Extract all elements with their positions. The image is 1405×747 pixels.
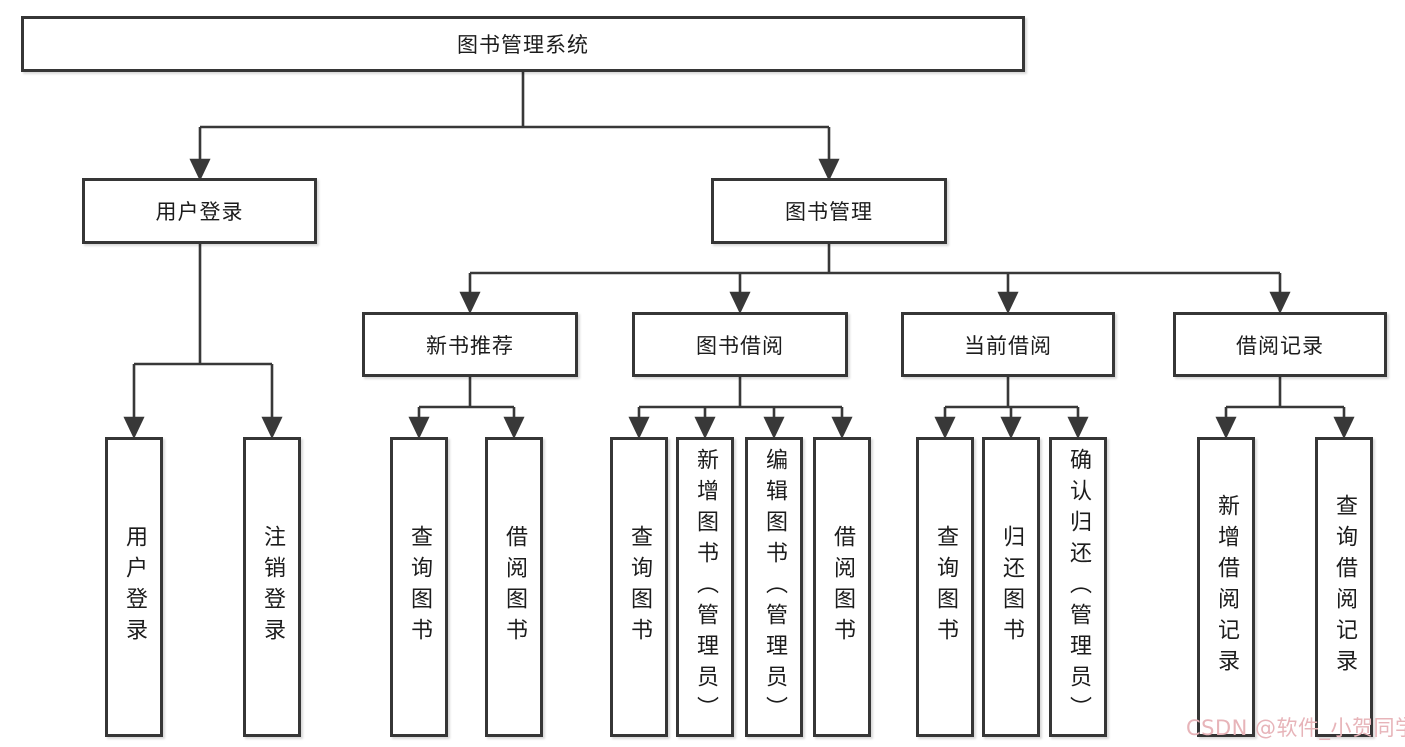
leaf-current-return-books: 归还图书	[982, 437, 1040, 737]
connector-user-login-branch	[123, 244, 283, 440]
leaf-borrowing-add-books: 新增图书（管理员）	[676, 437, 734, 737]
leaf-borrowing-edit-books-label: 编辑图书（管理员）	[762, 447, 787, 727]
leaf-records-add-record: 新增借阅记录	[1197, 437, 1255, 737]
node-user-login: 用户登录	[82, 178, 317, 244]
leaf-current-return-books-label: 归还图书	[999, 525, 1024, 649]
leaf-current-query-books-label: 查询图书	[933, 525, 958, 649]
leaf-current-confirm-return: 确认归还（管理员）	[1049, 437, 1107, 737]
node-borrowing-records: 借阅记录	[1173, 312, 1387, 377]
leaf-user-login-label: 用户登录	[122, 525, 147, 649]
node-root-system: 图书管理系统	[21, 16, 1025, 72]
node-book-management: 图书管理	[711, 178, 947, 244]
connector-book-borrowing-branch	[628, 377, 853, 440]
node-book-borrowing: 图书借阅	[632, 312, 848, 377]
leaf-recommend-borrow-books-label: 借阅图书	[502, 525, 527, 649]
connector-borrowing-records-branch	[1215, 377, 1355, 440]
leaf-user-login: 用户登录	[105, 437, 163, 737]
leaf-borrowing-query-books: 查询图书	[610, 437, 668, 737]
leaf-recommend-borrow-books: 借阅图书	[485, 437, 543, 737]
leaf-borrowing-add-books-label: 新增图书（管理员）	[693, 447, 718, 727]
connector-root-branch	[189, 72, 840, 182]
leaf-borrowing-edit-books: 编辑图书（管理员）	[745, 437, 803, 737]
leaf-borrowing-borrow-books: 借阅图书	[813, 437, 871, 737]
leaf-records-query-record: 查询借阅记录	[1315, 437, 1373, 737]
node-current-borrowing: 当前借阅	[901, 312, 1115, 377]
connector-book-management-branch	[459, 244, 1291, 315]
csdn-watermark: CSDN @软件_小贺同学	[1186, 716, 1405, 740]
leaf-records-add-record-label: 新增借阅记录	[1214, 494, 1239, 680]
connector-new-book-recommend-branch	[408, 377, 525, 440]
leaf-logout: 注销登录	[243, 437, 301, 737]
connector-current-borrowing-branch	[934, 377, 1089, 440]
leaf-logout-label: 注销登录	[260, 525, 285, 649]
leaf-recommend-query-books-label: 查询图书	[407, 525, 432, 649]
leaf-current-query-books: 查询图书	[916, 437, 974, 737]
node-new-book-recommend: 新书推荐	[362, 312, 578, 377]
leaf-recommend-query-books: 查询图书	[390, 437, 448, 737]
leaf-current-confirm-return-label: 确认归还（管理员）	[1066, 447, 1091, 727]
leaf-borrowing-borrow-books-label: 借阅图书	[830, 525, 855, 649]
leaf-records-query-record-label: 查询借阅记录	[1332, 494, 1357, 680]
leaf-borrowing-query-books-label: 查询图书	[627, 525, 652, 649]
